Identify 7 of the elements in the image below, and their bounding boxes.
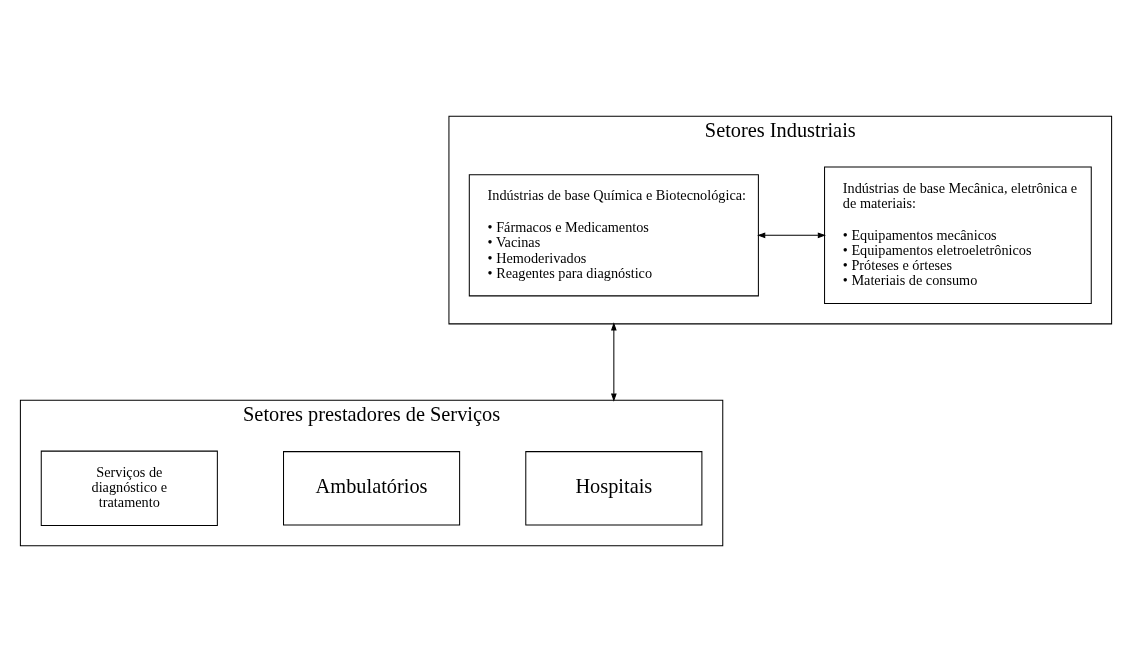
node-box: Serviços de diagnóstico e tratamento [40, 450, 218, 526]
node-box: Indústrias de base Química e Biotecnológica: • Fármacos e Medicamentos • Vacinas • Hemoderivados • Reagentes para diagnóstico [468, 174, 759, 297]
arrow [611, 322, 617, 402]
node-box: Ambulatórios [283, 451, 461, 526]
arrow [757, 232, 826, 239]
node-box: Hospitais [525, 451, 703, 526]
node-box: Indústrias de base Mecânica, eletrônica e de materiais: • Equipamentos mecânicos • Equipamentos eletroeletrônicos • Próteses e órteses • Materiais de consumo [824, 166, 1092, 305]
